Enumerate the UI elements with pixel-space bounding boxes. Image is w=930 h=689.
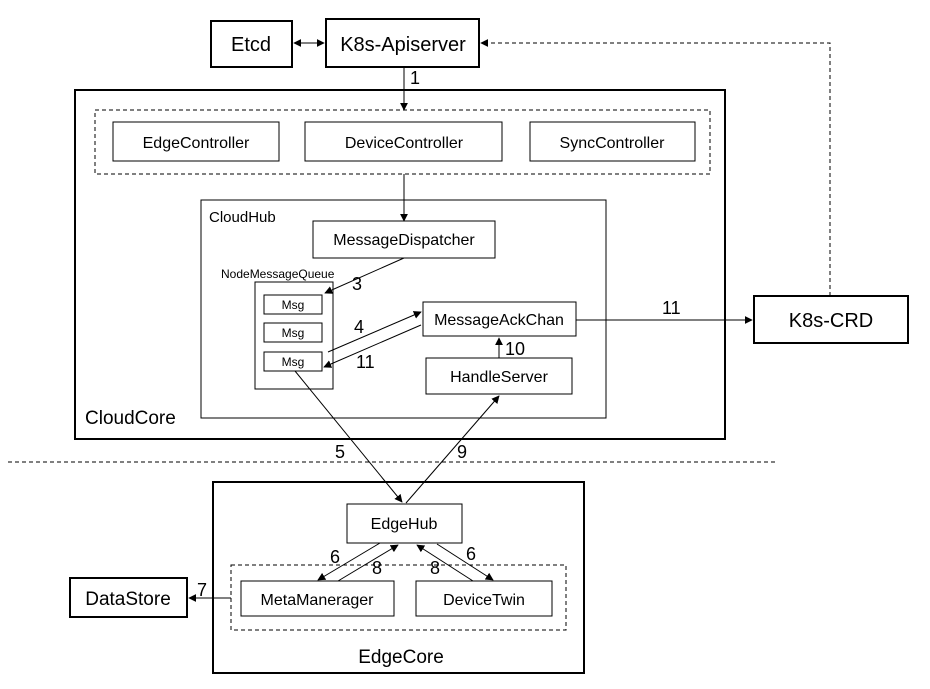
- dispatcher-queue-edge: [324, 257, 405, 294]
- meta-edgehub-edge: [337, 544, 399, 582]
- msg-ackchan-edge: [327, 311, 422, 353]
- sync-controller-label: SyncController: [560, 135, 666, 152]
- edgehub-label: EdgeHub: [371, 516, 438, 533]
- msg-label-2: Msg: [282, 326, 305, 340]
- message-dispatcher-box: [312, 220, 496, 259]
- device-controller-box: [304, 121, 503, 162]
- edge-controller-box: [112, 121, 280, 162]
- message-ack-chan-box: [422, 301, 577, 337]
- cloudcore-container: [74, 89, 726, 440]
- edgecore-container: [212, 481, 585, 674]
- edge-controller-label: EdgeController: [143, 135, 250, 152]
- device-twin-label: DeviceTwin: [443, 592, 525, 609]
- edge-modules-group: [230, 564, 567, 631]
- handle-server-box: [425, 357, 573, 395]
- apiserver-label: K8s-Apiserver: [340, 34, 466, 56]
- msg-label-3: Msg: [282, 355, 305, 369]
- cloudhub-label: CloudHub: [209, 209, 276, 226]
- step-label-1: 1: [410, 68, 420, 88]
- step-label-9: 9: [457, 442, 467, 462]
- meta-manager-box: [240, 580, 395, 617]
- msg-box-1: [263, 294, 323, 315]
- ackchan-msg-edge: [323, 324, 422, 368]
- crd-apiserver-dashed-edge: [480, 39, 831, 296]
- edgehub-handle-edge: [405, 395, 500, 504]
- k8s-crd-box: [753, 295, 909, 344]
- message-dispatcher-label: MessageDispatcher: [333, 232, 475, 249]
- step-label-10: 10: [505, 339, 525, 359]
- msg-box-2: [263, 322, 323, 343]
- node-message-queue-label: NodeMessageQueue: [221, 267, 335, 281]
- sync-controller-box: [529, 121, 696, 162]
- apiserver-box: [325, 18, 480, 68]
- step-label-8-left: 8: [372, 558, 382, 578]
- meta-manager-label: MetaManerager: [261, 592, 375, 609]
- step-label-6-left: 6: [330, 547, 340, 567]
- msg-box-3: [263, 351, 323, 372]
- handle-server-label: HandleServer: [450, 369, 549, 386]
- cloudcore-label: CloudCore: [85, 408, 176, 429]
- etcd-box: [210, 20, 293, 68]
- edgehub-twin-edge: [436, 543, 494, 581]
- etcd-label: Etcd: [231, 34, 271, 56]
- datastore-box: [69, 577, 188, 618]
- edgehub-box: [346, 503, 463, 544]
- message-ack-chan-label: MessageAckChan: [434, 312, 564, 329]
- step-label-11-crd: 11: [662, 298, 681, 318]
- node-message-queue-box: [254, 281, 334, 390]
- step-label-3: 3: [352, 274, 362, 294]
- device-controller-label: DeviceController: [345, 135, 464, 152]
- step-label-11-ack: 11: [356, 352, 375, 372]
- datastore-label: DataStore: [85, 589, 171, 610]
- twin-edgehub-edge: [416, 544, 474, 582]
- step-label-7: 7: [197, 580, 207, 600]
- device-twin-box: [415, 580, 553, 617]
- edgecore-label: EdgeCore: [358, 647, 444, 668]
- step-label-5: 5: [335, 442, 345, 462]
- msg-label-1: Msg: [282, 298, 305, 312]
- step-label-4: 4: [354, 317, 364, 337]
- controllers-group: [94, 109, 711, 175]
- msg-edgehub-edge: [294, 370, 403, 503]
- k8s-crd-label: K8s-CRD: [789, 310, 873, 332]
- step-label-6-right: 6: [466, 544, 476, 564]
- step-label-8-right: 8: [430, 558, 440, 578]
- edgehub-meta-edge: [317, 542, 381, 581]
